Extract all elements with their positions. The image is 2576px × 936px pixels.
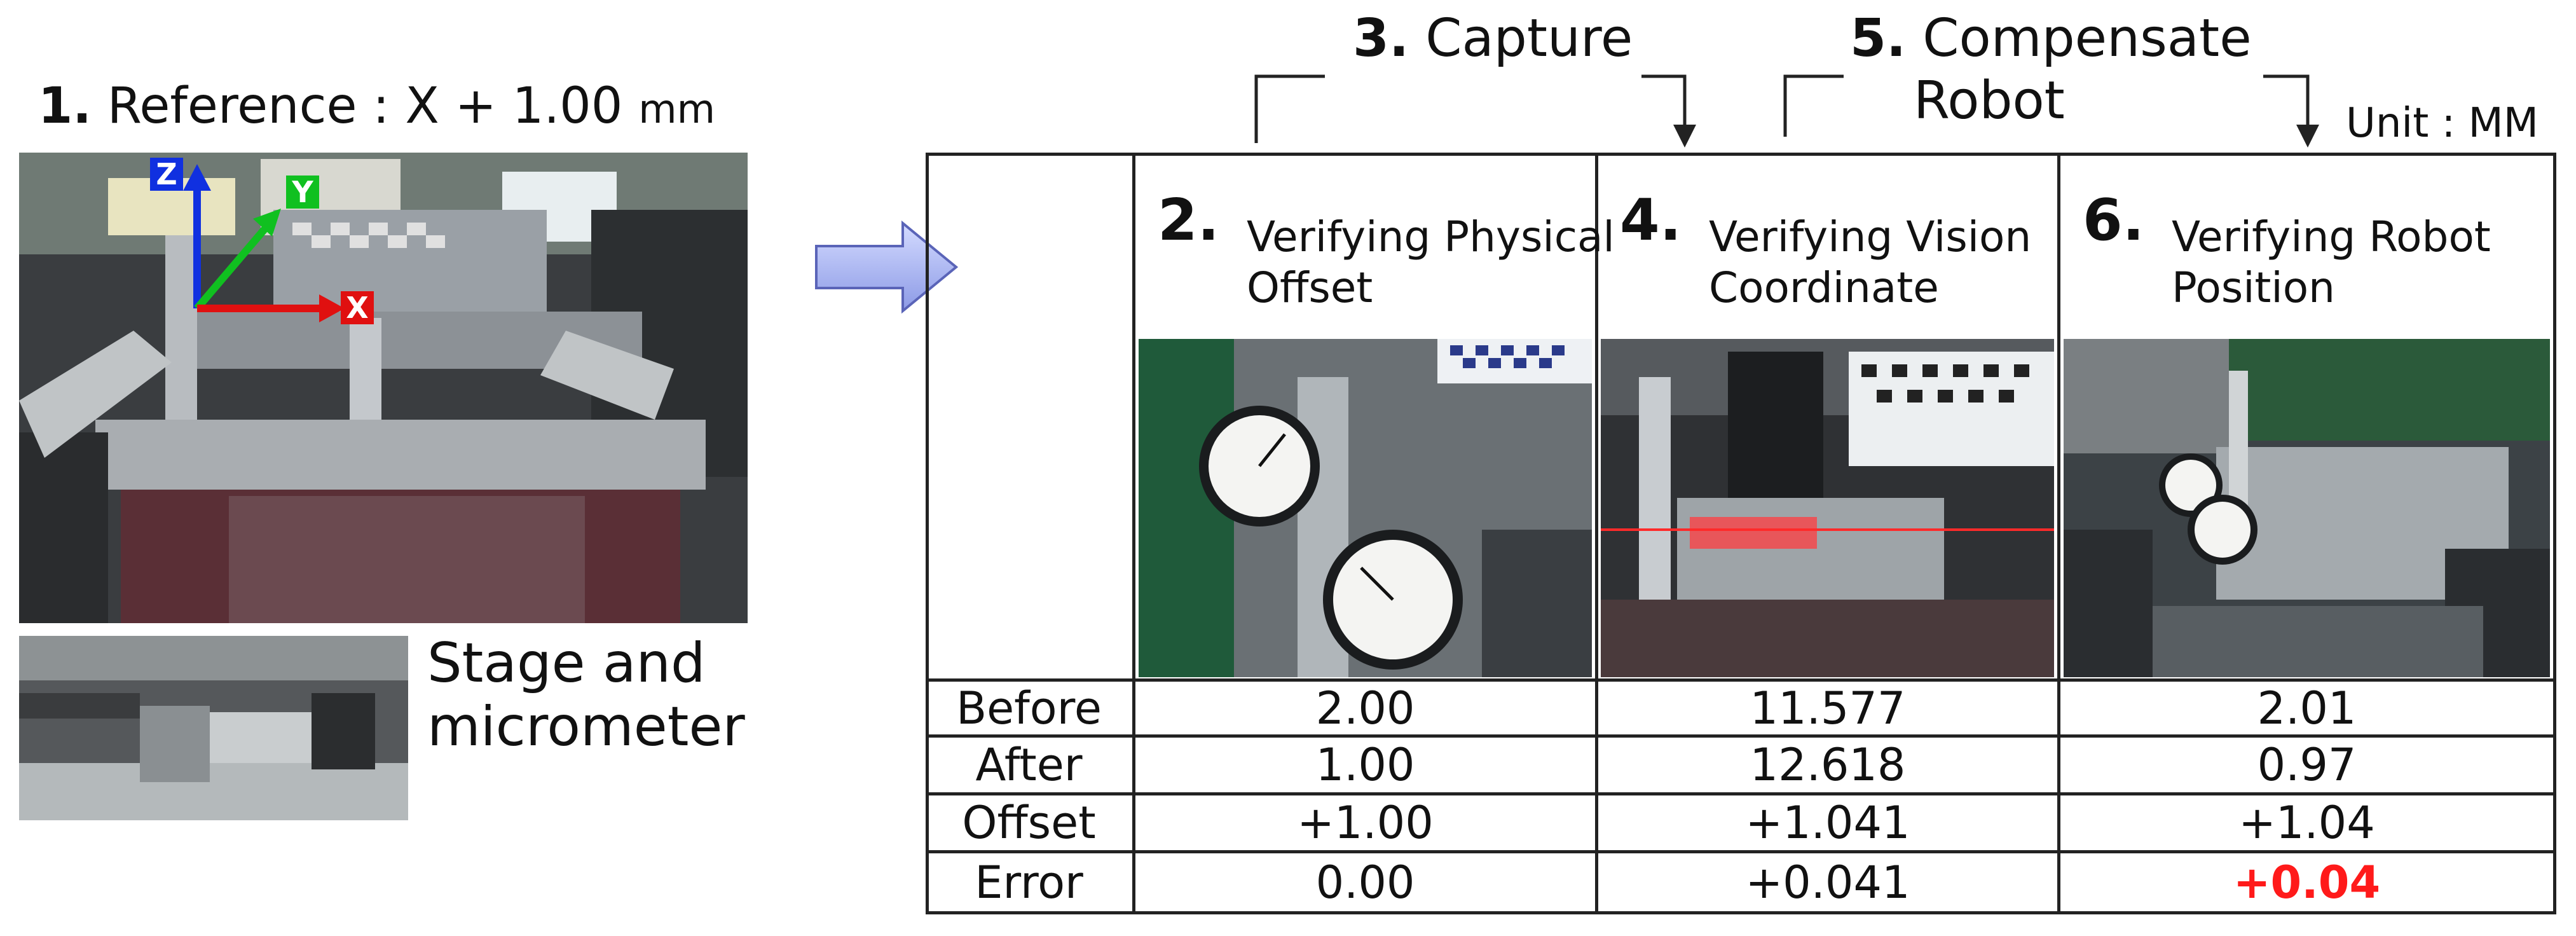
row-label-offset: Offset (962, 797, 1096, 849)
column-title-line2: Offset (1247, 263, 1373, 312)
column-title-line1: Verifying Vision (1709, 212, 2032, 261)
step-capture-number: 3. (1353, 8, 1409, 69)
vision-coordinate-photo (1601, 339, 2054, 677)
results-table: 2. Verifying Physical Offset 4. Verifyin… (926, 153, 2556, 914)
reference-step-number: 1. (38, 78, 92, 135)
axis-y-label: Y (286, 176, 319, 209)
column-title-line1: Verifying Physical (1247, 212, 1615, 261)
cell-offset-robot: +1.04 (2238, 797, 2375, 849)
unit-label: Unit : MM (2346, 100, 2538, 147)
physical-offset-photo (1139, 339, 1592, 677)
step-capture-label: 3. Capture (1353, 13, 1633, 65)
cell-error-vision: +0.041 (1745, 856, 1910, 909)
reference-title: 1. Reference : X + 1.00 mm (38, 81, 715, 131)
column-title-line2: Position (2172, 263, 2335, 312)
cell-after-physical: 1.00 (1315, 739, 1415, 791)
step-compensate-line2: Robot (1914, 71, 2065, 131)
compensate-bracket-arrow (1783, 74, 2319, 148)
axis-z-label: Z (150, 158, 183, 191)
step-compensate-label: 5. Compensate (1850, 13, 2252, 65)
reference-unit: mm (638, 86, 715, 132)
cell-error-physical: 0.00 (1315, 856, 1415, 909)
axis-x-label: X (341, 291, 374, 324)
stage-caption-line1: Stage and (427, 631, 706, 695)
column-title-line2: Coordinate (1709, 263, 1939, 312)
column-title-line1: Verifying Robot (2172, 212, 2491, 261)
coordinate-axes-diagram (183, 164, 345, 322)
column-step-number: 4. (1620, 187, 1682, 254)
cell-after-robot: 0.97 (2257, 739, 2357, 791)
cell-offset-vision: +1.041 (1745, 797, 1910, 849)
cell-before-robot: 2.01 (2257, 682, 2357, 734)
cell-before-physical: 2.00 (1315, 682, 1415, 734)
step-compensate-number: 5. (1850, 8, 1907, 69)
cell-after-vision: 12.618 (1750, 739, 1906, 791)
reference-text: Reference : X + 1.00 (107, 78, 623, 135)
cell-before-vision: 11.577 (1750, 682, 1906, 734)
row-label-after: After (975, 739, 1083, 791)
cell-offset-physical: +1.00 (1297, 797, 1434, 849)
row-label-before: Before (956, 682, 1102, 734)
stage-caption-line2: micrometer (427, 695, 745, 759)
column-step-number: 6. (2083, 187, 2144, 254)
column-step-number: 2. (1158, 187, 1219, 254)
step-compensate-text: Compensate (1922, 8, 2252, 69)
cell-error-robot-highlighted: +0.04 (2233, 856, 2381, 909)
right-arrow-icon (815, 220, 959, 314)
stage-photo (19, 153, 748, 623)
micrometer-photo (19, 636, 408, 820)
robot-position-photo (2064, 339, 2550, 677)
step-capture-text: Capture (1425, 8, 1633, 69)
row-label-error: Error (975, 856, 1083, 909)
capture-bracket-arrow (1254, 74, 1696, 148)
